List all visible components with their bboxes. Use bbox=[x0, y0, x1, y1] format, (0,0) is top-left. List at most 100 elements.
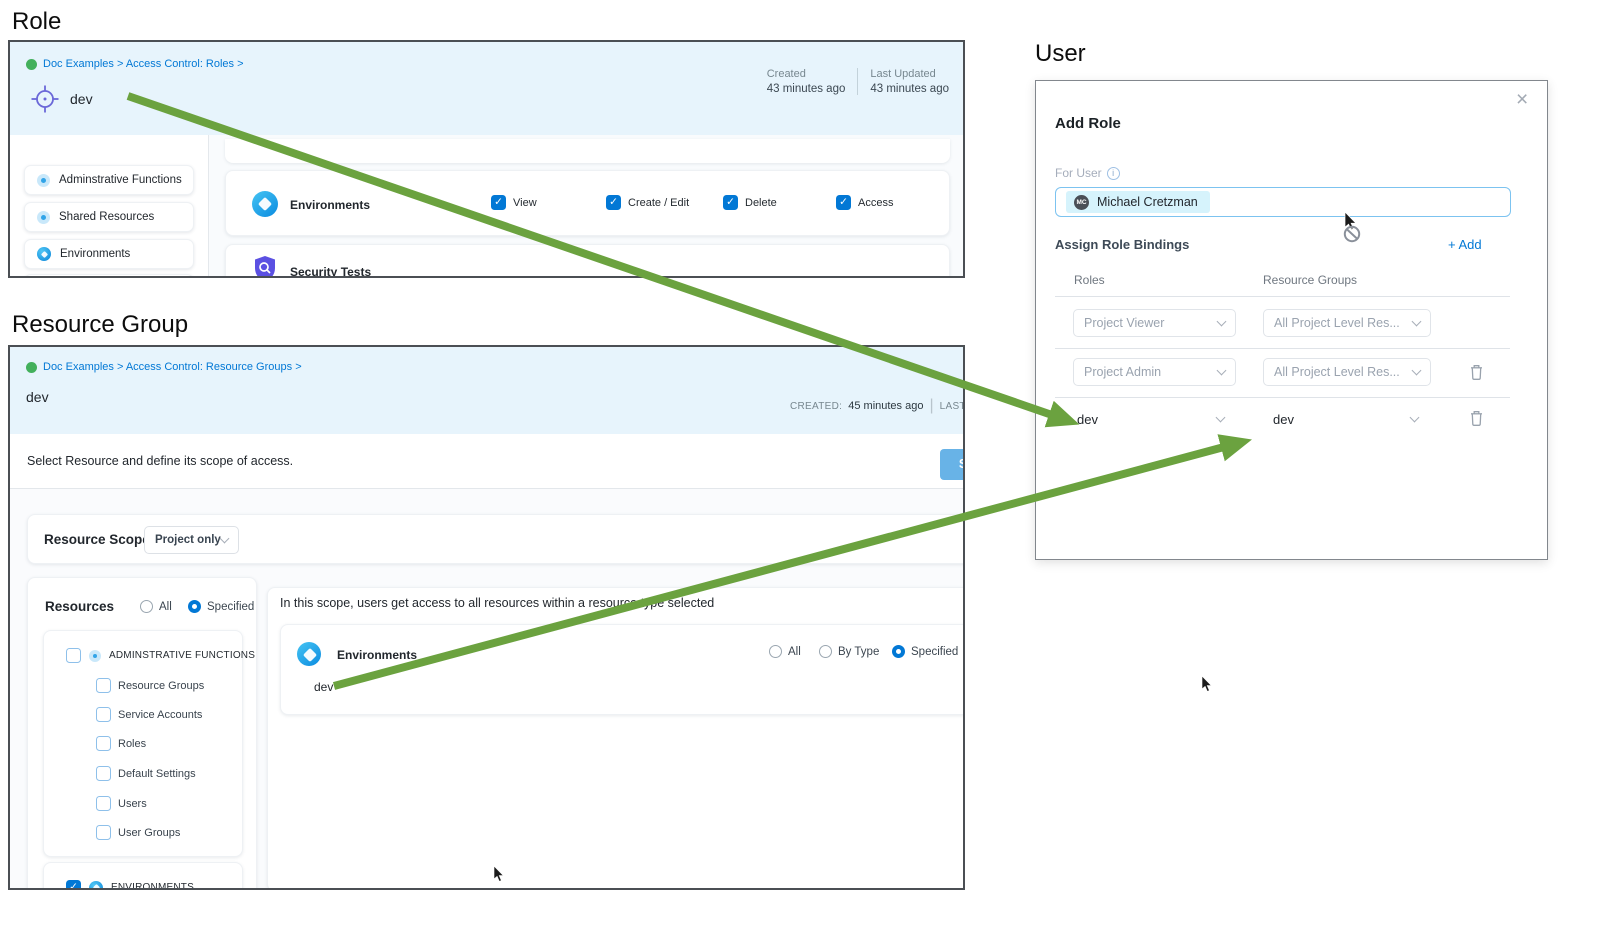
checkbox-checked-icon[interactable] bbox=[491, 195, 506, 210]
checkbox-unchecked-icon[interactable] bbox=[96, 678, 111, 693]
resource-group-select-value: All Project Level Res... bbox=[1274, 365, 1400, 379]
chevron-down-icon bbox=[1411, 365, 1422, 375]
shared-resources-icon bbox=[37, 210, 50, 224]
permission-delete[interactable]: Delete bbox=[723, 195, 777, 210]
permission-label: Create / Edit bbox=[628, 196, 690, 209]
add-binding-button[interactable]: + Add bbox=[1448, 237, 1482, 252]
scope-detail-card: In this scope, users get access to all r… bbox=[267, 587, 963, 888]
sidebar-item-environments[interactable]: Environments bbox=[24, 239, 194, 269]
chevron-down-icon[interactable] bbox=[1215, 412, 1226, 423]
rg-breadcrumb-text[interactable]: Doc Examples > Access Control: Resource … bbox=[43, 361, 302, 373]
resources-label: Resources bbox=[45, 599, 115, 614]
role-section-heading: Role bbox=[12, 8, 62, 35]
env-scope-card: Environments All By Type Specified dev bbox=[280, 624, 963, 715]
checkbox-checked-icon[interactable] bbox=[836, 195, 851, 210]
user-chip[interactable]: MC Michael Cretzman bbox=[1066, 191, 1210, 213]
checkbox-unchecked-icon[interactable] bbox=[96, 825, 111, 840]
permission-create-edit[interactable]: Create / Edit bbox=[606, 195, 689, 210]
tree-item-service-accounts[interactable]: Service Accounts bbox=[96, 707, 202, 722]
created-label: Created bbox=[766, 68, 806, 80]
role-select-value: Project Viewer bbox=[1084, 316, 1165, 330]
resource-group-select-row2[interactable]: All Project Level Res... bbox=[1263, 358, 1431, 386]
radio-unselected-icon[interactable] bbox=[819, 645, 832, 658]
delete-binding-row3-button[interactable] bbox=[1469, 409, 1484, 432]
sidebar-item-label: Shared Resources bbox=[59, 211, 155, 223]
radio-label: All bbox=[159, 600, 172, 613]
tree-parent-admin-functions[interactable]: ADMINSTRATIVE FUNCTIONS bbox=[66, 648, 255, 663]
administrative-functions-icon bbox=[89, 649, 101, 662]
role-crosshair-icon bbox=[31, 85, 59, 113]
environments-icon bbox=[252, 191, 278, 217]
avatar: MC bbox=[1074, 194, 1089, 210]
resource-group-select-row3[interactable]: dev bbox=[1273, 412, 1294, 427]
resource-group-panel: Doc Examples > Access Control: Resource … bbox=[8, 345, 965, 890]
tree-item-label: Roles bbox=[118, 737, 147, 750]
permission-label: Delete bbox=[745, 196, 777, 209]
sidebar-item-administrative-functions[interactable]: Adminstrative Functions bbox=[24, 165, 194, 195]
save-button[interactable]: Sav bbox=[940, 449, 963, 480]
tree-parent-label: ADMINSTRATIVE FUNCTIONS bbox=[109, 650, 256, 661]
env-radio-by-type[interactable]: By Type bbox=[819, 645, 879, 658]
tree-item-roles[interactable]: Roles bbox=[96, 736, 146, 751]
resource-scope-select[interactable]: Project only bbox=[144, 526, 239, 554]
close-icon[interactable]: × bbox=[1516, 88, 1529, 111]
resources-radio-specified[interactable]: Specified bbox=[188, 600, 254, 613]
checkbox-unchecked-icon[interactable] bbox=[96, 707, 111, 722]
delete-binding-row2-button[interactable] bbox=[1469, 363, 1484, 386]
tree-item-resource-groups[interactable]: Resource Groups bbox=[96, 678, 204, 693]
for-user-input[interactable]: MC Michael Cretzman bbox=[1055, 187, 1511, 217]
sidebar-item-partial[interactable] bbox=[24, 274, 194, 276]
checkbox-unchecked-icon[interactable] bbox=[96, 766, 111, 781]
rg-breadcrumb[interactable]: Doc Examples > Access Control: Resource … bbox=[26, 361, 302, 373]
tree-item-user-groups[interactable]: User Groups bbox=[96, 825, 180, 840]
radio-label: All bbox=[788, 645, 801, 658]
sidebar-item-shared-resources[interactable]: Shared Resources bbox=[24, 202, 194, 232]
environments-group-card: ENVIRONMENTS bbox=[43, 862, 243, 888]
environments-group-row[interactable]: ENVIRONMENTS bbox=[66, 880, 194, 888]
checkbox-unchecked-icon[interactable] bbox=[96, 796, 111, 811]
resource-group-section-heading: Resource Group bbox=[12, 311, 189, 338]
dialog-title: Add Role bbox=[1055, 115, 1121, 132]
column-header-resource-groups: Resource Groups bbox=[1263, 273, 1358, 287]
role-select-row3[interactable]: dev bbox=[1077, 412, 1098, 427]
radio-selected-icon[interactable] bbox=[892, 645, 905, 658]
sidebar-item-label: Environments bbox=[60, 248, 131, 260]
radio-selected-icon[interactable] bbox=[188, 600, 201, 613]
project-dot-icon bbox=[26, 58, 37, 70]
column-header-roles: Roles bbox=[1074, 273, 1105, 287]
chevron-down-icon[interactable] bbox=[1409, 412, 1420, 423]
role-select-row1[interactable]: Project Viewer bbox=[1073, 309, 1236, 337]
checkbox-checked-icon[interactable] bbox=[66, 880, 81, 888]
info-icon[interactable]: i bbox=[1106, 166, 1120, 180]
rg-title: dev bbox=[26, 389, 49, 405]
env-selected-value: dev bbox=[314, 680, 334, 694]
checkbox-unchecked-icon[interactable] bbox=[66, 648, 81, 663]
rg-panel-header: Doc Examples > Access Control: Resource … bbox=[10, 347, 963, 434]
checkbox-checked-icon[interactable] bbox=[723, 195, 738, 210]
project-dot-icon bbox=[26, 361, 37, 373]
permission-access[interactable]: Access bbox=[836, 195, 893, 210]
assign-role-bindings-label: Assign Role Bindings bbox=[1055, 237, 1190, 252]
tree-item-default-settings[interactable]: Default Settings bbox=[96, 766, 196, 781]
role-breadcrumb[interactable]: Doc Examples > Access Control: Roles > bbox=[26, 58, 244, 70]
tree-item-label: Resource Groups bbox=[118, 679, 205, 692]
role-sidebar: Adminstrative Functions Shared Resources… bbox=[10, 135, 209, 276]
rg-created-label: CREATED: bbox=[790, 400, 843, 412]
environments-icon bbox=[89, 880, 103, 888]
resource-scope-label: Resource Scope bbox=[44, 532, 150, 547]
resource-group-select-row1[interactable]: All Project Level Res... bbox=[1263, 309, 1431, 337]
checkbox-checked-icon[interactable] bbox=[606, 195, 621, 210]
resources-radio-all[interactable]: All bbox=[140, 600, 172, 613]
role-panel-header: Doc Examples > Access Control: Roles > d… bbox=[10, 42, 963, 135]
checkbox-unchecked-icon[interactable] bbox=[96, 736, 111, 751]
env-radio-specified[interactable]: Specified bbox=[892, 645, 958, 658]
tree-item-users[interactable]: Users bbox=[96, 796, 147, 811]
role-breadcrumb-text[interactable]: Doc Examples > Access Control: Roles > bbox=[43, 58, 244, 70]
role-select-row2[interactable]: Project Admin bbox=[1073, 358, 1236, 386]
permission-view[interactable]: View bbox=[491, 195, 537, 210]
env-radio-all[interactable]: All bbox=[769, 645, 801, 658]
chevron-down-icon bbox=[219, 533, 230, 543]
radio-unselected-icon[interactable] bbox=[140, 600, 153, 613]
radio-unselected-icon[interactable] bbox=[769, 645, 782, 658]
